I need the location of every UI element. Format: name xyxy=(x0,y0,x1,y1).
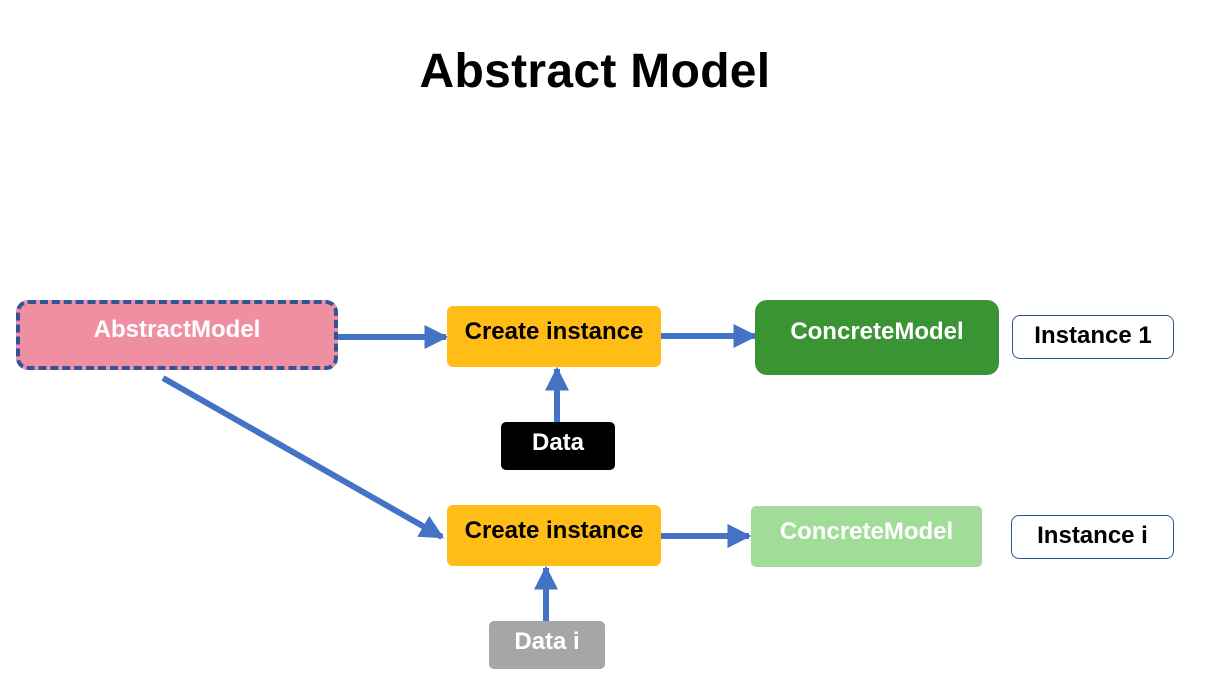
create-instance-node-1: Create instance xyxy=(447,306,661,367)
data-node-2: Data i xyxy=(489,621,605,669)
concrete-model-node-1: ConcreteModel xyxy=(755,300,999,375)
data-node-1: Data xyxy=(501,422,615,470)
abstract-model-node: AbstractModel xyxy=(16,300,338,370)
concrete-model-node-2: ConcreteModel xyxy=(751,506,982,567)
instance-label-1: Instance 1 xyxy=(1012,315,1174,359)
arrow-abstract-to-create-2 xyxy=(161,375,445,540)
page-title: Abstract Model xyxy=(419,45,771,98)
instance-label-2: Instance i xyxy=(1011,515,1174,559)
create-instance-node-2: Create instance xyxy=(447,505,661,566)
